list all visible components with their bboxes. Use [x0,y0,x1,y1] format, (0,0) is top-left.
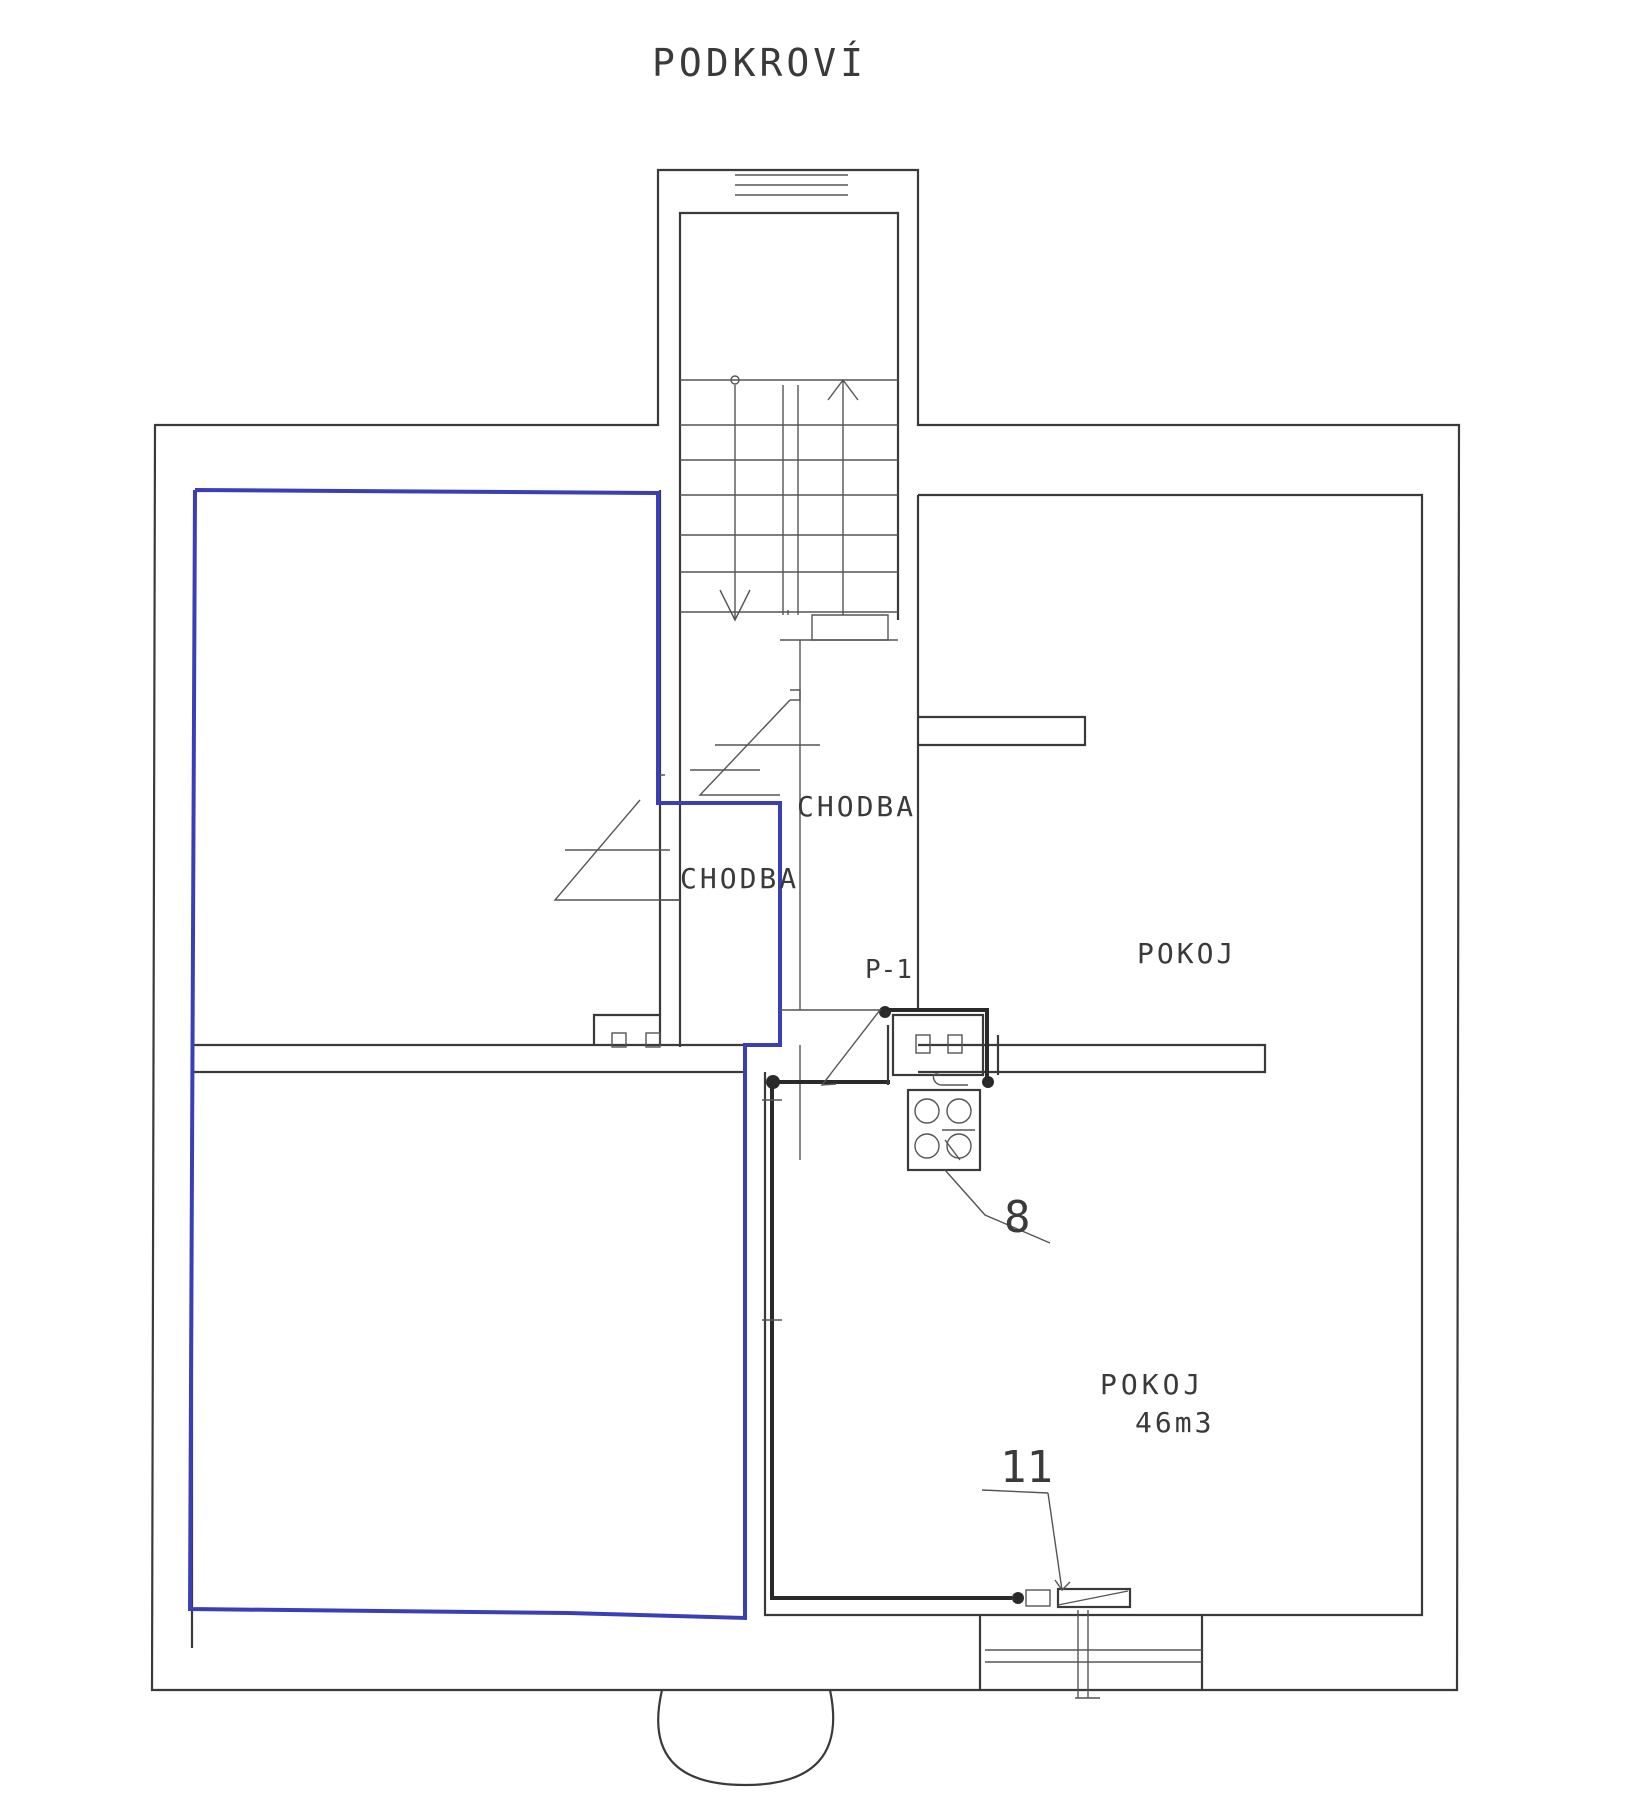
room-label-pokoj-lower: POKOJ [1100,1368,1204,1401]
stair-arrow-up [827,378,859,615]
room-label-pokoj-upper: POKOJ [1137,937,1236,970]
stove-unit [906,1088,982,1172]
room-label-chodba-upper: CHODBA [797,790,916,823]
staircase [553,375,898,901]
outer-walls [150,168,1461,1787]
highlighted-area-outline [187,488,782,1621]
heating-pipes [762,1006,1012,1600]
room-volume-label: 46m3 [1135,1406,1214,1439]
entrance-stoop [657,1689,835,1787]
radiator-unit [981,1489,1132,1609]
reference-number-8: 8 [1004,1192,1031,1243]
equipment-label-p1: P-1 [865,955,912,985]
plan-title: PODKROVÍ [652,41,867,85]
vent-square [611,1032,627,1048]
room-label-chodba-lower: CHODBA [680,862,799,895]
vent-square [645,1032,661,1048]
boiler-unit [886,1013,1051,1244]
stair-arrow-down [719,385,751,622]
reference-number-11: 11 [1000,1442,1053,1493]
